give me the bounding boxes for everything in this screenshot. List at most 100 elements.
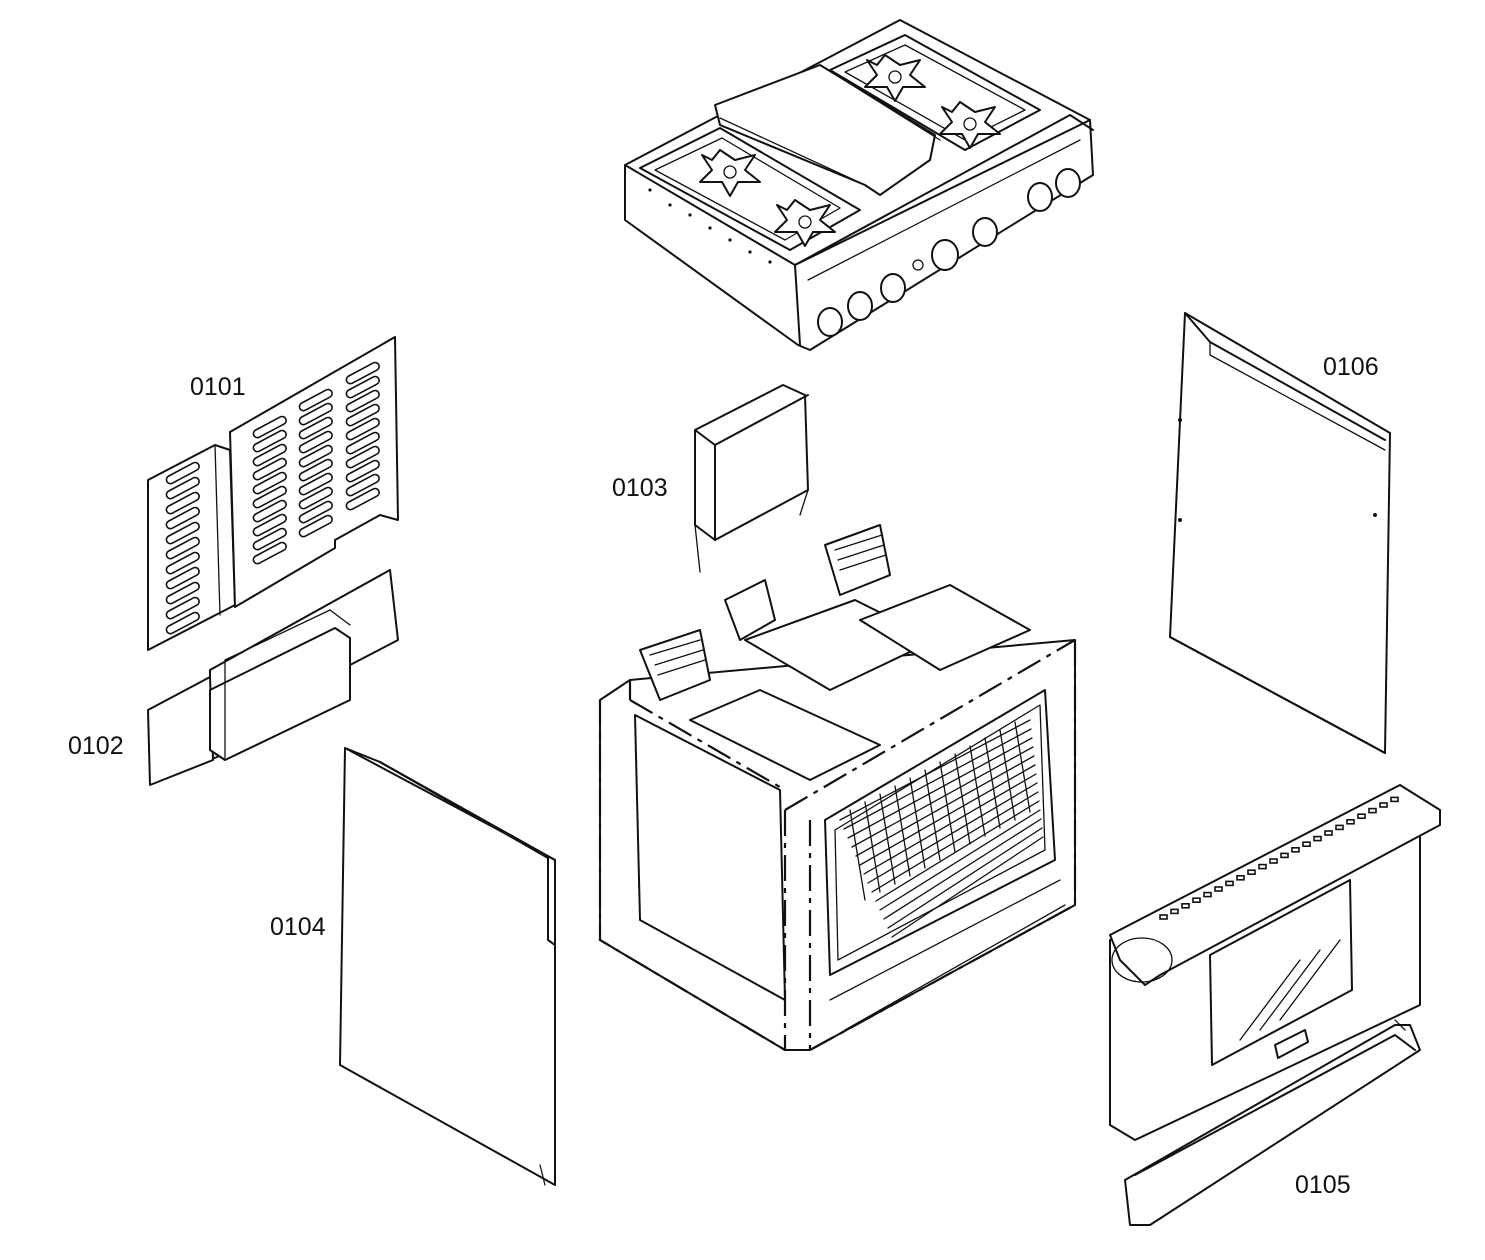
door-vent-slot xyxy=(1236,874,1245,881)
rack-wire xyxy=(855,755,1035,857)
vent-slot xyxy=(165,476,200,500)
label-0105: 0105 xyxy=(1295,1171,1351,1199)
rack-wire xyxy=(867,782,1038,884)
oven-rack-lines xyxy=(839,719,1044,938)
door-vent-slot xyxy=(1313,835,1322,842)
label-0102: 0102 xyxy=(68,732,124,760)
back-panel-0101 xyxy=(147,336,399,651)
kick-plate-0105 xyxy=(1124,1019,1421,1226)
side-panel-0104 xyxy=(339,747,556,1186)
vent-slot xyxy=(298,458,333,482)
label-0104: 0104 xyxy=(270,913,326,941)
burner-icon xyxy=(774,199,836,247)
rack-wire xyxy=(894,785,911,877)
vent-slot xyxy=(298,388,333,412)
vent-slot xyxy=(298,486,333,510)
vent-slot xyxy=(298,472,333,496)
door-vent-slot xyxy=(1346,818,1355,825)
vent-slot xyxy=(165,581,200,605)
rack-wire xyxy=(864,801,881,893)
vent-slot xyxy=(298,500,333,524)
rack-wire xyxy=(891,836,1044,938)
burner-icon xyxy=(939,101,1001,149)
rack-wire xyxy=(939,761,956,853)
rack-wire xyxy=(875,800,1040,902)
vent-slot xyxy=(345,459,380,483)
vent-slot xyxy=(252,513,287,537)
rack-wire xyxy=(851,746,1034,848)
side-panel-0106 xyxy=(1169,312,1391,754)
vent-slot xyxy=(252,485,287,509)
door-vent-slot xyxy=(1170,908,1179,915)
cooktop-assembly xyxy=(624,19,1094,351)
burner-icon xyxy=(864,54,926,102)
vent-slot xyxy=(345,445,380,469)
door-vent-slot xyxy=(1214,886,1223,892)
vent-slot xyxy=(165,536,200,560)
rack-wire xyxy=(909,777,926,869)
bracket-0103 xyxy=(694,384,809,573)
vent-slot xyxy=(345,417,380,441)
door-vent-slot xyxy=(1258,863,1267,870)
door-vent-slot xyxy=(1379,802,1388,808)
door-vent-slot xyxy=(1247,869,1256,876)
door-vent-slot xyxy=(1181,902,1190,909)
vent-slot xyxy=(165,491,200,515)
oven-body xyxy=(598,524,1077,1051)
vent-slot xyxy=(345,473,380,497)
vent-slot xyxy=(252,499,287,523)
vent-slot xyxy=(165,566,200,590)
vent-slot xyxy=(252,443,287,467)
vent-slot xyxy=(345,487,380,511)
vent-slot xyxy=(345,375,380,399)
door-vent-slot xyxy=(1280,852,1289,859)
door-vent-slot xyxy=(1192,897,1201,904)
rack-wire xyxy=(984,737,1001,829)
door-vent-slot xyxy=(1368,807,1377,814)
label-0101: 0101 xyxy=(190,373,246,401)
vent-slot xyxy=(345,389,380,413)
rack-wire xyxy=(924,769,941,861)
rack-wire xyxy=(879,809,1041,911)
rack-wire xyxy=(847,737,1033,839)
door-vent-slot xyxy=(1335,824,1344,831)
burner-icon xyxy=(699,149,761,197)
burner-box-icon xyxy=(639,629,711,701)
vent-slot xyxy=(252,415,287,439)
vent-slot xyxy=(165,506,200,530)
door-vent-slot xyxy=(1269,858,1278,864)
rack-wire xyxy=(839,719,1031,821)
rack-wire xyxy=(1014,721,1031,813)
door-vent-slot xyxy=(1159,914,1168,920)
oven-door-0105 xyxy=(1109,784,1441,1141)
rack-wire xyxy=(887,827,1043,929)
rack-wire xyxy=(849,809,866,901)
vent-slot xyxy=(165,611,200,635)
vent-slot xyxy=(345,361,380,385)
door-vent-slot xyxy=(1357,813,1366,820)
rack-wire xyxy=(871,791,1039,893)
door-vent-slot xyxy=(1291,846,1300,853)
vent-slot xyxy=(165,596,200,620)
vent-slot xyxy=(252,429,287,453)
rack-wire xyxy=(999,729,1016,821)
control-knobs xyxy=(817,168,1081,337)
rack-wire xyxy=(969,745,986,837)
vent-slot xyxy=(165,551,200,575)
door-vent-slot xyxy=(1324,830,1333,836)
vent-slot xyxy=(298,416,333,440)
door-vent-slot xyxy=(1390,796,1399,803)
vent-slot xyxy=(252,527,287,551)
door-vent-slot xyxy=(1302,841,1311,848)
vent-slot xyxy=(345,403,380,427)
burner-box-icon xyxy=(824,524,891,596)
vent-slot xyxy=(298,402,333,426)
vent-slot xyxy=(165,461,200,485)
vent-slot xyxy=(252,471,287,495)
lower-back-panel-0102 xyxy=(147,569,399,786)
door-vent-slot xyxy=(1203,891,1212,898)
vent-slot xyxy=(165,521,200,545)
vent-slot xyxy=(252,457,287,481)
vent-slot xyxy=(252,541,287,565)
